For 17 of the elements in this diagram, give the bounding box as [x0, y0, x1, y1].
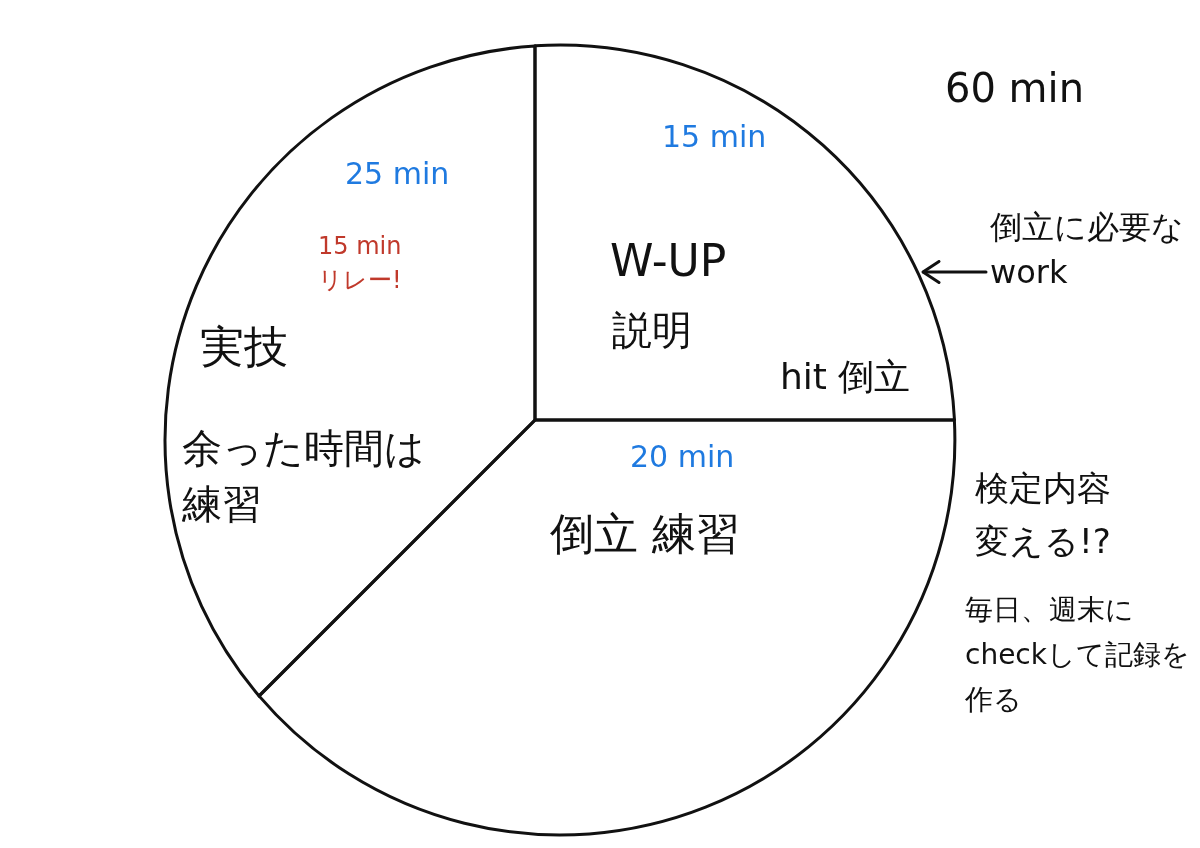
slice-text: 余った時間は練習: [182, 424, 426, 529]
note-text: 毎日、週末にcheckして記録を作る: [965, 592, 1191, 718]
slice-title: W-UP: [610, 234, 727, 288]
note-text: 検定内容変える!?: [975, 467, 1112, 563]
note-text: 60 min: [945, 64, 1085, 113]
note-text: 倒立に必要なwork: [990, 205, 1195, 295]
pie-slice: [163, 43, 537, 698]
note-text: 15 min リレー!: [318, 231, 403, 296]
slice-title: 倒立 練習: [550, 507, 740, 561]
pie-slice: [257, 418, 957, 837]
duration-text: 20 min: [630, 438, 735, 476]
slice-text: hit 倒立: [780, 355, 911, 399]
slice-text: 説明: [612, 306, 692, 355]
slice-title: 実技: [200, 320, 288, 374]
duration-text: 25 min: [345, 155, 450, 193]
duration-text: 15 min: [662, 118, 767, 156]
arrow: [921, 260, 988, 284]
